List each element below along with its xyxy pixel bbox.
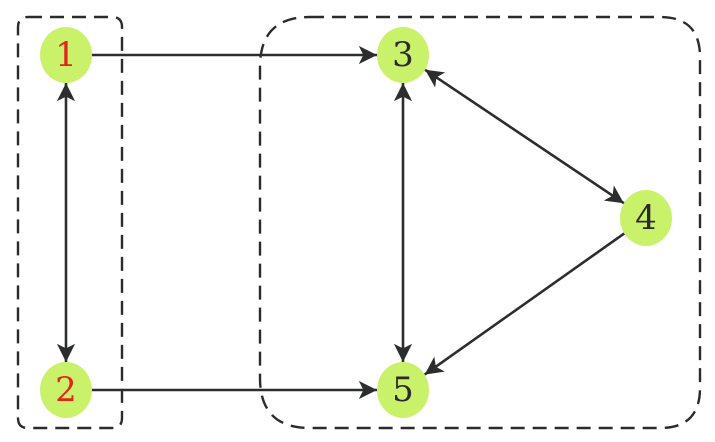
node-2: 2: [40, 362, 92, 418]
node-4-circle: [620, 190, 672, 246]
node-5-label: 5: [392, 370, 414, 410]
node-1-label: 1: [55, 35, 77, 75]
node-5: 5: [377, 362, 429, 418]
node-2-circle: [40, 362, 92, 418]
node-1-circle: [40, 27, 92, 83]
edge-4-5: [423, 232, 626, 376]
node-5-circle: [377, 362, 429, 418]
nodes-layer: 1 2 3 4 5: [40, 27, 672, 418]
node-3: 3: [377, 27, 429, 83]
node-3-label: 3: [392, 35, 414, 75]
node-4-label: 4: [635, 198, 657, 238]
edge-3-4: [424, 68, 625, 205]
node-1: 1: [40, 27, 92, 83]
edges-layer: [56, 45, 626, 400]
node-2-label: 2: [55, 370, 77, 410]
node-3-circle: [377, 27, 429, 83]
group-box-left: [16, 15, 124, 430]
node-4: 4: [620, 190, 672, 246]
